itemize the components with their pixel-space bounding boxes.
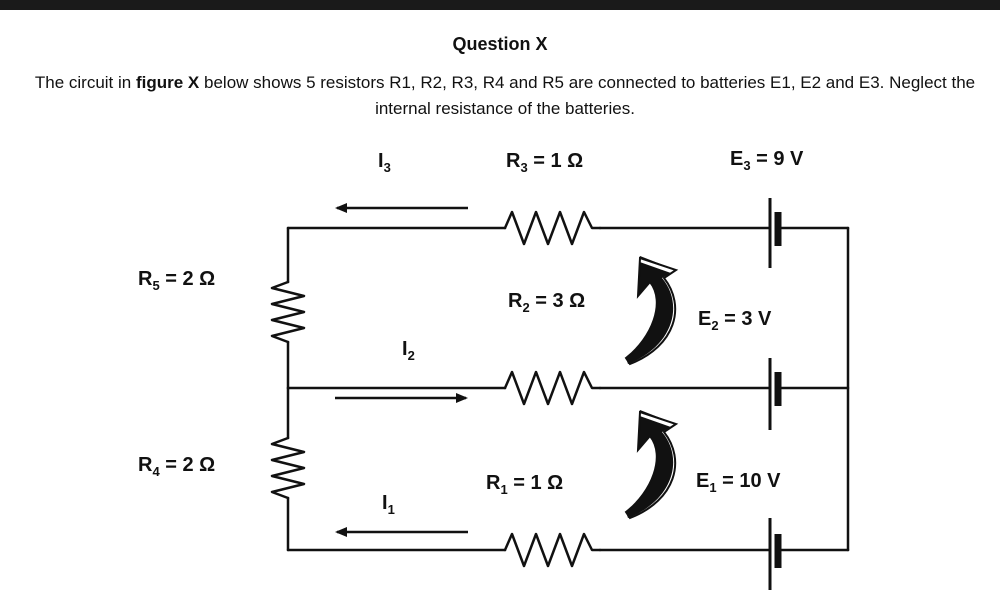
question-text-start: The circuit in xyxy=(34,73,132,92)
loop-arrow-lower xyxy=(624,410,679,520)
resistor-r5 xyxy=(270,280,306,344)
resistor-r4 xyxy=(270,436,306,500)
label-r5: R5 = 2 Ω xyxy=(138,268,216,293)
question-title: Question X xyxy=(452,34,548,54)
resistor-r2 xyxy=(503,370,602,406)
top-border xyxy=(0,0,1000,10)
question-figure-ref: figure X xyxy=(135,73,200,92)
label-e1: E1 = 10 V xyxy=(696,470,781,495)
label-e2: E2 = 3 V xyxy=(698,308,772,333)
label-i3: I3 xyxy=(378,150,391,175)
label-i2: I2 xyxy=(402,338,415,363)
label-r1: R1 = 1 Ω xyxy=(486,472,564,497)
resistor-r1 xyxy=(503,532,602,568)
label-r3: R3 = 1 Ω xyxy=(506,150,584,175)
resistor-r3 xyxy=(503,210,602,246)
label-e3: E3 = 9 V xyxy=(730,148,804,173)
label-i1: I1 xyxy=(382,492,395,517)
label-r4: R4 = 2 Ω xyxy=(138,454,216,479)
label-r2: R2 = 3 Ω xyxy=(508,290,586,315)
question-text: The circuit in figure X below shows 5 re… xyxy=(30,70,980,122)
loop-arrow-upper xyxy=(624,256,679,366)
question-text-end: below shows 5 resistors R1, R2, R3, R4 a… xyxy=(204,73,976,118)
